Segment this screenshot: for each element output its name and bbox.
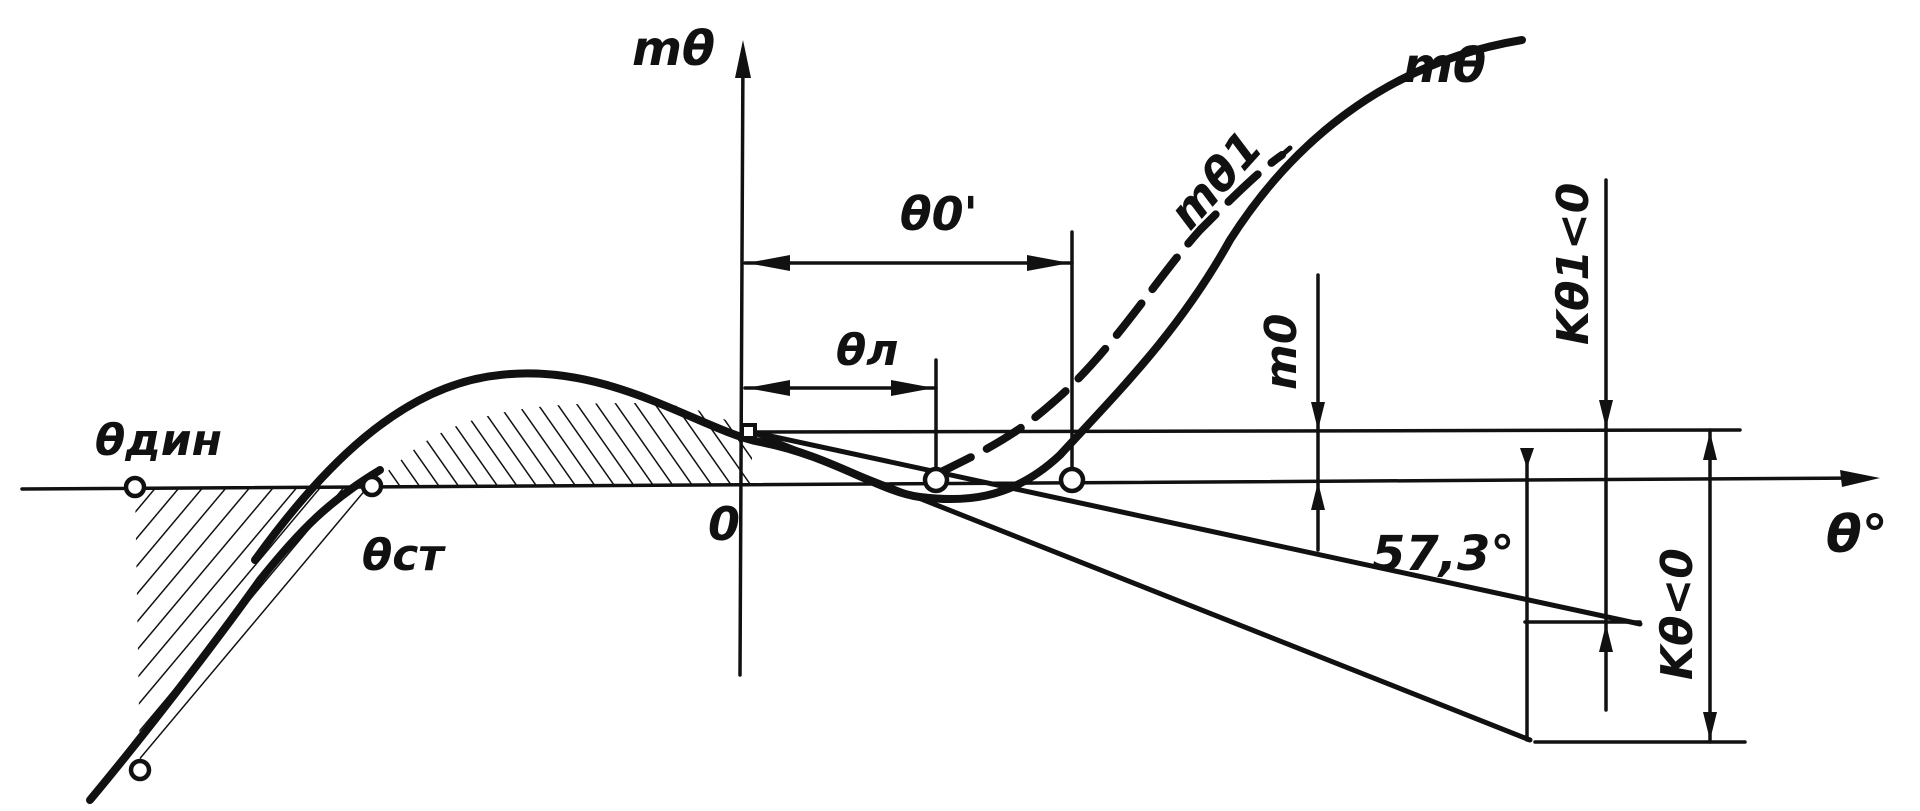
origin-label: 0: [708, 497, 740, 551]
theta-dyn-label: θдин: [95, 415, 222, 466]
angle-57-label: 57,3°: [1372, 526, 1514, 582]
theta-l-label: θл: [836, 325, 898, 376]
k-theta1-label: Kθ1<0: [1548, 183, 1599, 345]
k-theta-label: Kθ<0: [1652, 548, 1703, 680]
point-lower-left[interactable]: [128, 758, 152, 782]
tangent-line-k-theta1: [749, 429, 1643, 627]
hatched-area-negative: [135, 487, 370, 768]
point-theta-l[interactable]: [922, 466, 950, 494]
curve-m-theta1[interactable]: [931, 151, 1286, 479]
hatched-area-positive: [370, 403, 752, 485]
curve-m-theta1-tail: [1279, 145, 1293, 158]
curve-m-theta-label: mθ: [1403, 38, 1486, 94]
x-axis-arrowhead: [1840, 470, 1880, 487]
theta-st-label: θст: [362, 530, 446, 581]
point-theta-0-prime[interactable]: [1058, 466, 1086, 494]
point-theta-dyn[interactable]: [123, 475, 147, 499]
x-axis-label: θ°: [1826, 505, 1888, 565]
level-line-m0: [750, 428, 1742, 434]
curve-lower-left: [86, 466, 384, 804]
point-origin-m0[interactable]: [740, 423, 757, 440]
y-axis-arrowhead: [735, 40, 751, 78]
y-axis-label: mθ: [632, 21, 715, 77]
point-theta-st[interactable]: [360, 474, 384, 498]
tangent-line-k-theta: [749, 429, 1533, 743]
m0-label: m0: [1256, 314, 1307, 390]
y-axis: [738, 48, 745, 677]
theta-0-prime-label: θ0': [900, 187, 978, 241]
